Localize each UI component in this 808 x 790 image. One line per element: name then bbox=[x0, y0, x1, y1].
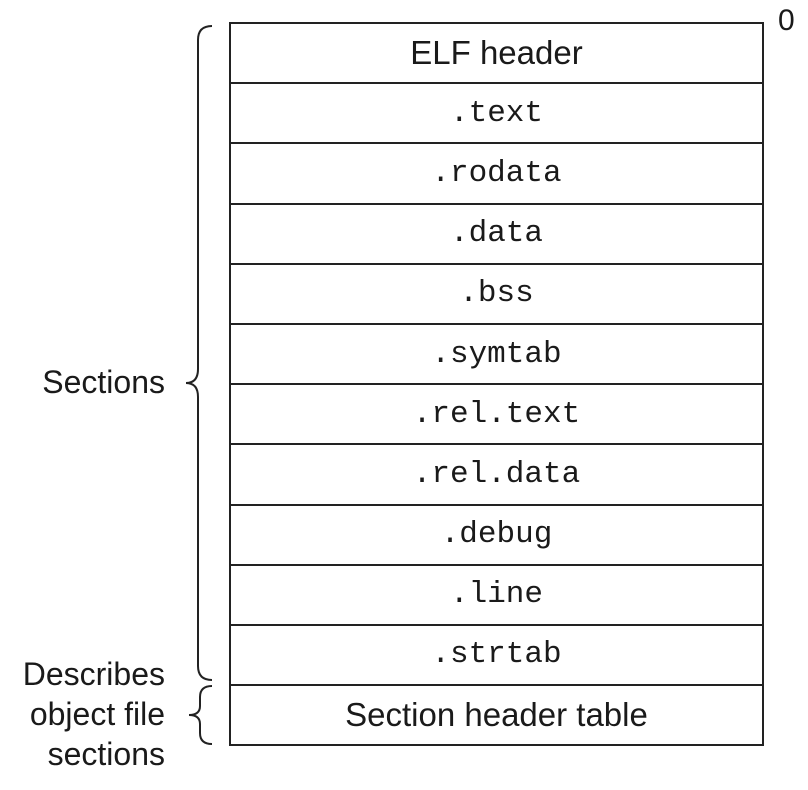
row-rodata: .rodata bbox=[231, 144, 762, 205]
sections-brace bbox=[185, 25, 213, 681]
row-debug: .debug bbox=[231, 506, 762, 566]
describes-line-3: sections bbox=[47, 736, 165, 772]
row-bss: .bss bbox=[231, 265, 762, 325]
row-text: .text bbox=[231, 84, 762, 145]
elf-object-file-stack: ELF header .text .rodata .data .bss .sym… bbox=[229, 22, 764, 747]
describes-label: Describes object file sections bbox=[0, 654, 165, 774]
row-strtab: .strtab bbox=[231, 626, 762, 687]
describes-brace bbox=[188, 685, 213, 745]
sections-label: Sections bbox=[42, 364, 165, 400]
describes-line-2: object file bbox=[29, 696, 165, 732]
row-symtab: .symtab bbox=[231, 325, 762, 386]
offset-zero-label: 0 bbox=[778, 4, 795, 37]
row-line: .line bbox=[231, 566, 762, 626]
row-rel-text: .rel.text bbox=[231, 385, 762, 446]
describes-line-1: Describes bbox=[22, 656, 165, 692]
row-elf-header: ELF header bbox=[231, 24, 762, 85]
row-rel-data: .rel.data bbox=[231, 445, 762, 506]
row-section-header-table: Section header table bbox=[231, 686, 762, 747]
row-data: .data bbox=[231, 205, 762, 265]
